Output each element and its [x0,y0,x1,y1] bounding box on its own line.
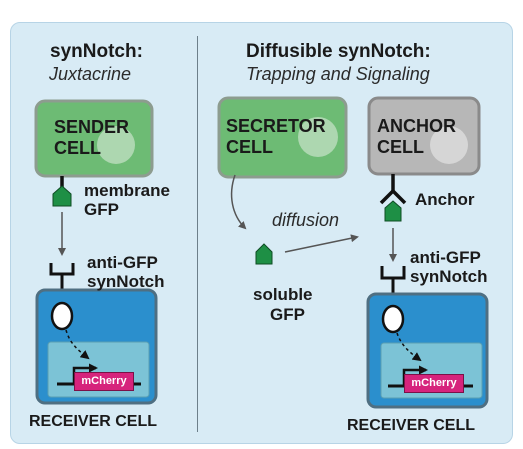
sender-label-line1: SENDER [54,117,130,137]
soluble-gfp-label-line1: soluble [253,285,313,304]
membrane-gfp-label-line1: membrane [84,181,170,200]
membrane-gfp-label-line2: GFP [84,200,119,219]
anti-gfp-label-left: anti-GFP [87,253,158,272]
left-title: synNotch: [50,41,143,62]
anchor-cell-label-line1: ANCHOR [377,116,456,136]
secretor-label-line2: CELL [226,137,273,157]
anchor-cell [367,96,481,176]
anti-gfp-label-right: anti-GFP [410,248,481,267]
left-subtitle: Juxtacrine [49,64,132,84]
right-subtitle: Trapping and Signaling [246,64,430,84]
sender-label-line2: CELL [54,138,101,158]
sender-cell [34,99,154,178]
mcherry-reporter-right: mCherry [404,374,464,393]
anchor-label: Anchor [415,190,475,209]
secretor-label-line1: SECRETOR [226,116,326,136]
soluble-gfp-icon [255,243,273,265]
mcherry-reporter-left: mCherry [74,372,134,391]
right-title: Diffusible synNotch: [246,41,431,62]
diffusion-arrow-right [284,234,359,253]
receiver-cell-label-left: RECEIVER CELL [29,413,158,430]
synnotch-label-left: synNotch [87,272,165,291]
diffusion-label: diffusion [272,210,340,230]
diffusion-arrow-down [230,174,247,230]
anchor-icon [379,174,407,205]
secretor-cell [217,96,348,179]
membrane-gfp-icon [52,185,72,207]
anchor-cell-label-line2: CELL [377,137,424,157]
panel-divider [197,36,198,432]
synnotch-label-right: synNotch [410,267,488,286]
soluble-gfp-label-line2: GFP [270,305,305,324]
anchored-gfp-icon [384,200,402,222]
receiver-cell-label-right: RECEIVER CELL [347,417,476,434]
